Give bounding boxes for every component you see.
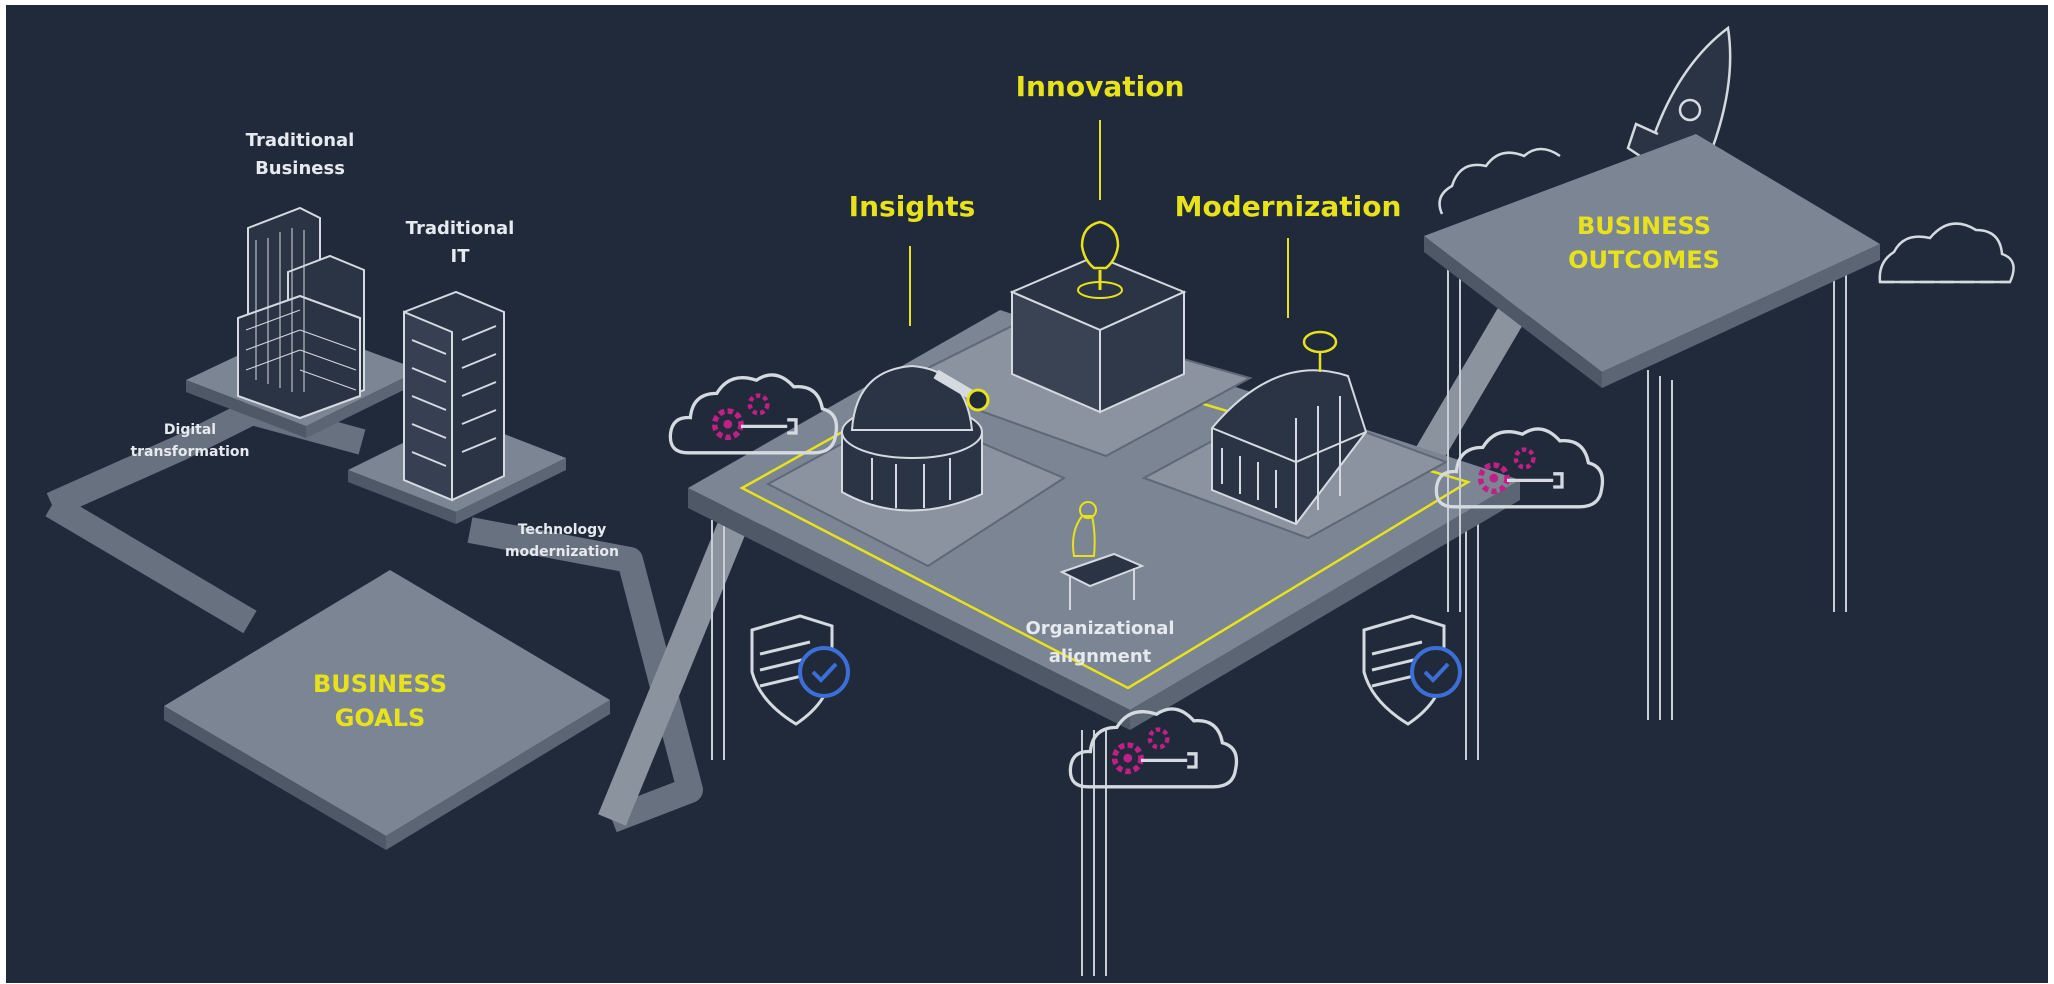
traditional-business-label-line2: Business — [255, 158, 345, 179]
business-goals-label-line1: BUSINESS — [313, 670, 447, 698]
insights-label: Insights — [849, 190, 976, 223]
modernization-label: Modernization — [1175, 190, 1402, 223]
digital-transformation-label-line1: Digital — [164, 422, 216, 438]
traditional-business-label-line1: Traditional — [246, 130, 355, 151]
cloud-outline-icon — [1438, 147, 2015, 284]
tall-building-icon — [403, 290, 505, 502]
office-building-icon — [237, 206, 365, 420]
lightbulb-icon — [1009, 220, 1187, 414]
traditional-business-platform — [186, 206, 420, 438]
business-outcomes-label-line2: OUTCOMES — [1568, 246, 1720, 274]
organizational-alignment-label-line1: Organizational — [1025, 618, 1174, 639]
organizational-alignment-label-line2: alignment — [1049, 646, 1152, 667]
satellite-dish-icon — [1211, 330, 1368, 526]
technology-modernization-label-line1: Technology — [518, 522, 607, 538]
business-goals-platform — [164, 570, 610, 850]
business-outcomes-platform — [1424, 134, 1880, 720]
traditional-it-label-line1: Traditional — [406, 218, 515, 239]
innovation-label: Innovation — [1016, 70, 1185, 103]
digital-transformation-label-line2: transformation — [130, 444, 249, 460]
observatory-icon — [841, 364, 990, 512]
business-outcomes-label-line1: BUSINESS — [1577, 212, 1711, 240]
business-goals-label-line2: GOALS — [335, 704, 426, 732]
technology-modernization-label-line2: modernization — [505, 544, 619, 560]
person-at-desk-icon — [1059, 501, 1145, 610]
traditional-it-label-line2: IT — [451, 246, 471, 267]
callout-lines — [909, 120, 1289, 326]
traditional-it-platform — [348, 290, 566, 524]
